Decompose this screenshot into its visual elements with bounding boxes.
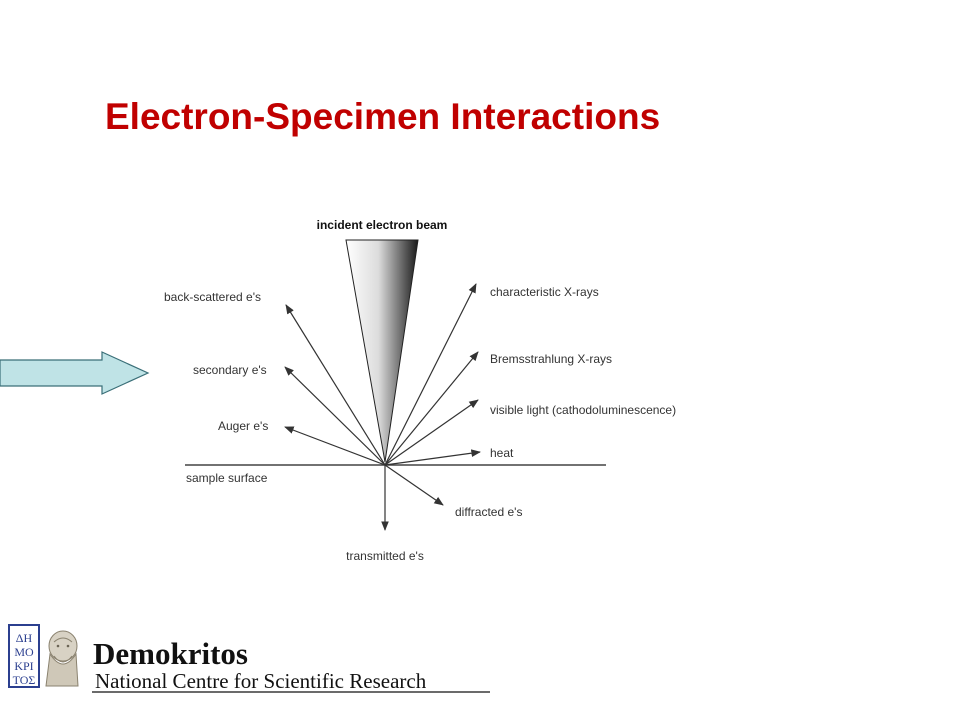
- surface-label: sample surface: [186, 471, 268, 485]
- org-subtitle: National Centre for Scientific Research: [95, 669, 427, 693]
- label-bremsstrahlung: Bremsstrahlung X-rays: [490, 352, 612, 366]
- label-back-scattered: back-scattered e's: [164, 290, 261, 304]
- incident-beam-cone: [345, 239, 419, 463]
- label-diffracted: diffracted e's: [455, 505, 522, 519]
- label-auger: Auger e's: [218, 419, 268, 433]
- label-secondary: secondary e's: [193, 363, 267, 377]
- arrow-bremsstrahlung: [384, 351, 479, 466]
- svg-text:ΔΗ: ΔΗ: [16, 631, 33, 645]
- arrow-characteristic: [384, 283, 477, 466]
- label-visible-light: visible light (cathodoluminescence): [490, 403, 676, 417]
- slide-title: Electron-Specimen Interactions: [105, 96, 661, 137]
- arrow-auger: [284, 426, 386, 466]
- label-characteristic: characteristic X-rays: [490, 285, 599, 299]
- arrow-visible-light: [384, 399, 479, 466]
- org-name: Demokritos: [93, 636, 248, 671]
- beam-label: incident electron beam: [317, 218, 448, 232]
- svg-text:ΜΟ: ΜΟ: [14, 645, 34, 659]
- pointer-arrow: [0, 351, 150, 395]
- svg-text:ΚΡΙ: ΚΡΙ: [14, 659, 33, 673]
- arrow-secondary: [284, 366, 386, 466]
- label-transmitted: transmitted e's: [346, 549, 424, 563]
- arrow-diffracted: [384, 464, 444, 506]
- bust-icon: [45, 630, 79, 687]
- arrow-back-scattered: [285, 304, 386, 466]
- label-heat: heat: [490, 446, 514, 460]
- demokritos-logo: ΔΗ ΜΟ ΚΡΙ ΤΟΣ: [8, 624, 84, 690]
- arrow-heat: [384, 449, 481, 466]
- svg-text:ΤΟΣ: ΤΟΣ: [13, 673, 36, 687]
